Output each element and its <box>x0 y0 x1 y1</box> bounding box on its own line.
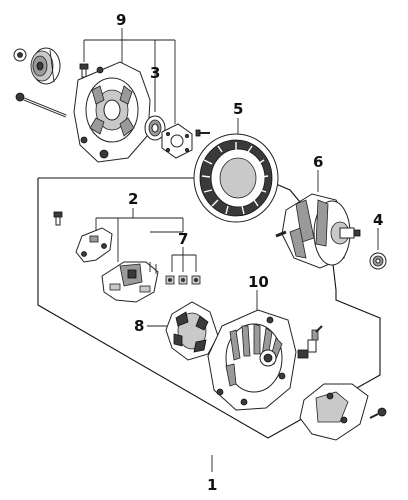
voltage-regulator <box>101 261 159 303</box>
pulley-nut <box>13 48 27 62</box>
retainer-screw <box>195 129 210 137</box>
pulley <box>30 47 61 85</box>
leader-lines <box>83 28 379 472</box>
rear-bearing <box>369 252 387 270</box>
brush-clips <box>165 275 201 285</box>
regulator-screw <box>53 211 63 226</box>
bearing-retainer-plate <box>161 123 193 159</box>
rectifier <box>165 301 219 361</box>
cover-screw <box>369 407 387 419</box>
rotor <box>275 193 361 269</box>
rear-frame <box>207 309 297 411</box>
b-terminal-insulator <box>297 325 323 359</box>
through-bolt <box>15 92 67 118</box>
callout-5: 5 <box>233 100 243 118</box>
callout-8: 8 <box>134 317 144 335</box>
front-bearing <box>144 115 166 141</box>
bracket-screw <box>79 63 89 78</box>
callout-3: 3 <box>150 64 160 82</box>
callout-7: 7 <box>178 230 188 248</box>
callout-2: 2 <box>128 190 138 208</box>
rear-cover <box>299 383 369 441</box>
callout-6: 6 <box>313 153 323 171</box>
callout-1: 1 <box>207 476 217 494</box>
drive-end-frame <box>73 61 151 163</box>
callout-10: 10 <box>248 273 269 291</box>
stator <box>193 133 279 223</box>
callout-4: 4 <box>373 211 383 229</box>
callout-9: 9 <box>116 11 126 29</box>
terminal-bracket <box>75 227 113 263</box>
